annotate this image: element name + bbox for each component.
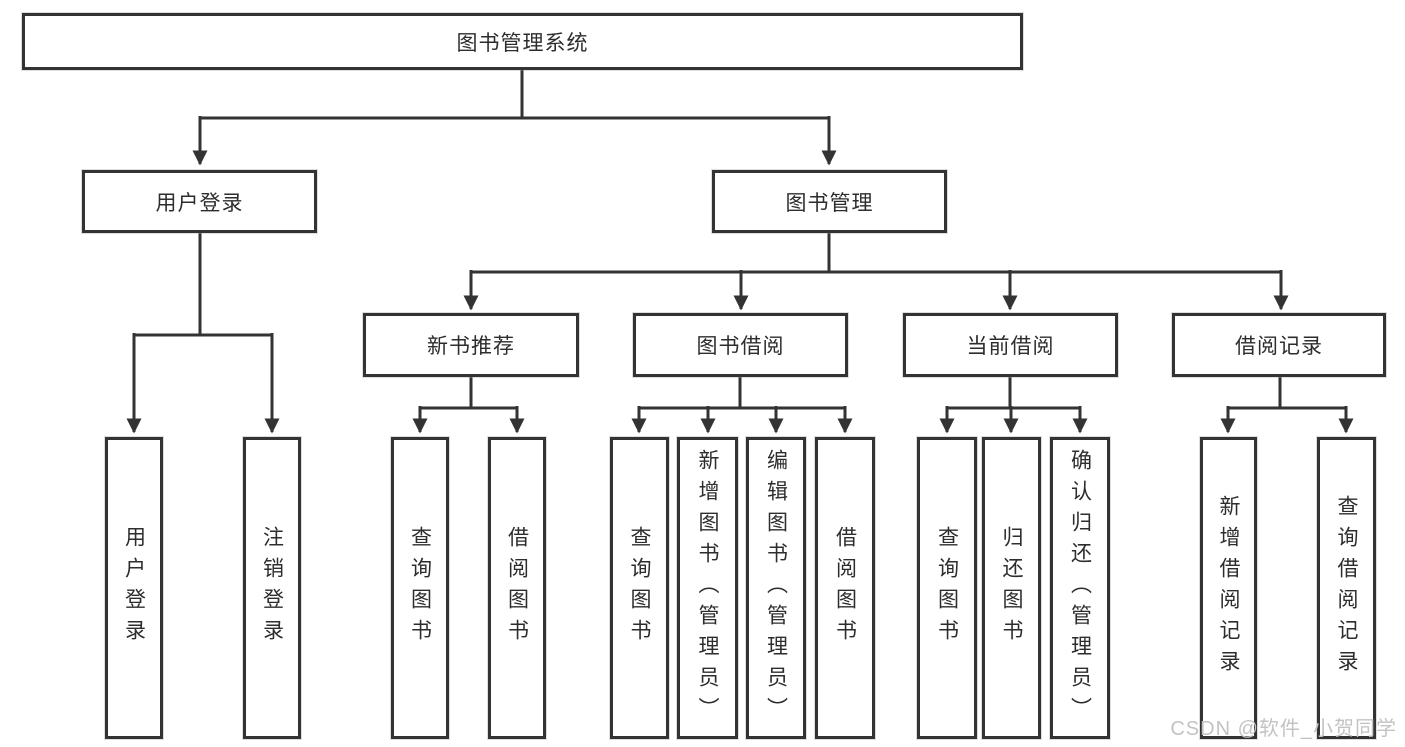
leaf-edit-book-admin-label: 编辑图书（管理员） [764, 448, 788, 728]
node-book-management: 图书管理 [712, 170, 947, 233]
leaf-add-borrow-record-label: 新增借阅记录 [1217, 495, 1240, 681]
leaf-logout-label: 注销登录 [260, 526, 284, 650]
leaf-add-book-admin-label: 新增图书（管理员） [696, 448, 719, 728]
node-book-borrow-label: 图书借阅 [696, 335, 785, 358]
leaf-return-book: 归还图书 [982, 437, 1041, 739]
node-root-label: 图书管理系统 [456, 31, 589, 55]
leaf-borrow-book-recommend-label: 借阅图书 [505, 526, 529, 650]
leaf-query-book-recommend: 查询图书 [391, 437, 449, 739]
leaf-add-borrow-record: 新增借阅记录 [1200, 437, 1257, 739]
leaf-query-book-recommend-label: 查询图书 [408, 526, 432, 650]
leaf-query-book-borrow-label: 查询图书 [628, 526, 651, 650]
csdn-watermark: CSDN @软件_小贺同学 [1170, 718, 1397, 740]
node-new-book-recommend: 新书推荐 [363, 313, 579, 377]
leaf-borrow-book-label: 借阅图书 [833, 526, 857, 650]
leaf-query-borrow-record: 查询借阅记录 [1317, 437, 1376, 739]
leaf-query-borrow-record-label: 查询借阅记录 [1335, 495, 1358, 681]
leaf-logout: 注销登录 [243, 437, 301, 739]
leaf-confirm-return-admin: 确认归还（管理员） [1050, 437, 1110, 739]
node-user-login-label: 用户登录 [155, 191, 244, 215]
leaf-return-book-label: 归还图书 [1000, 526, 1023, 650]
leaf-query-book-borrow: 查询图书 [610, 437, 669, 739]
leaf-confirm-return-admin-label: 确认归还（管理员） [1068, 448, 1092, 728]
leaf-borrow-book-recommend: 借阅图书 [488, 437, 546, 739]
leaf-user-login: 用户登录 [105, 437, 163, 739]
node-borrow-record: 借阅记录 [1172, 313, 1386, 377]
node-book-borrow: 图书借阅 [633, 313, 848, 377]
leaf-query-book-current-label: 查询图书 [935, 526, 959, 650]
node-user-login: 用户登录 [82, 170, 317, 233]
leaf-add-book-admin: 新增图书（管理员） [677, 437, 738, 739]
node-current-borrow: 当前借阅 [903, 313, 1118, 377]
leaf-edit-book-admin: 编辑图书（管理员） [746, 437, 806, 739]
node-borrow-record-label: 借阅记录 [1235, 335, 1323, 358]
leaf-user-login-label: 用户登录 [122, 526, 146, 650]
node-book-management-label: 图书管理 [785, 191, 874, 215]
node-new-book-recommend-label: 新书推荐 [427, 335, 515, 358]
node-current-borrow-label: 当前借阅 [966, 335, 1055, 358]
leaf-query-book-current: 查询图书 [917, 437, 977, 739]
node-root-system: 图书管理系统 [22, 13, 1023, 70]
leaf-borrow-book: 借阅图书 [815, 437, 875, 739]
